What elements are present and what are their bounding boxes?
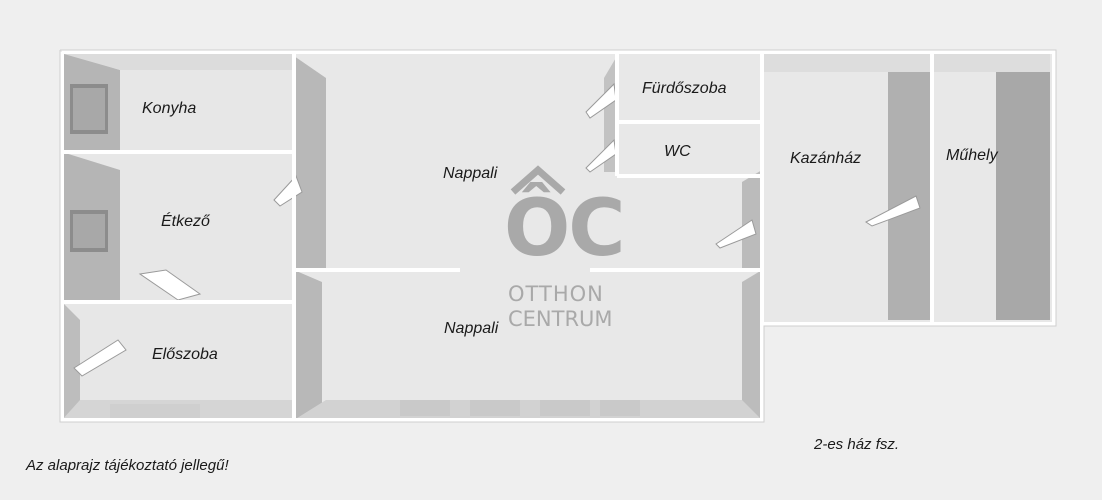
- shadow-nappali-right: [742, 170, 762, 268]
- room-label-eloszoba: Előszoba: [152, 346, 218, 363]
- room-label-etkezo: Étkező: [161, 213, 210, 230]
- shadow-top-strip-right: [764, 54, 1050, 72]
- shadow-nappali-lower-right: [742, 270, 762, 420]
- shadow-eloszoba-left: [62, 302, 80, 420]
- window-bottom-left: [110, 404, 200, 418]
- logo-monogram: ÔC: [504, 184, 626, 274]
- room-label-kazanhaz: Kazánház: [790, 150, 862, 167]
- door-nappali-right: [715, 219, 757, 249]
- room-label-nappali-upper: Nappali: [443, 165, 498, 182]
- door-etkezo: [138, 269, 202, 301]
- shadow-muhely-right: [996, 56, 1050, 320]
- room-label-konyha: Konyha: [142, 100, 197, 117]
- floor-nappali: [294, 52, 762, 420]
- room-label-furdoszoba: Fürdőszoba: [642, 80, 727, 97]
- window-etkezo-glass: [73, 214, 105, 248]
- shadow-kazanhaz-right: [888, 56, 930, 320]
- shadow-nappali-bottom: [294, 400, 762, 420]
- logo-line-otthon: OTTHON: [508, 282, 604, 306]
- room-label-wc: WC: [664, 143, 691, 160]
- shadow-nappali-left: [294, 56, 326, 268]
- window-bottom-1: [400, 400, 450, 416]
- window-konyha-glass: [73, 88, 105, 130]
- logo-hat: [510, 165, 566, 195]
- window-bottom-2: [470, 400, 520, 416]
- room-label-nappali-lower: Nappali: [444, 320, 499, 337]
- shadow-nappali-lower-left: [294, 270, 322, 420]
- door-eloszoba: [73, 339, 127, 377]
- logo-line-centrum: CENTRUM: [508, 307, 613, 331]
- wall-edges: [59, 49, 1057, 423]
- disclaimer-caption: Az alaprajz tájékoztató jellegű!: [26, 457, 229, 474]
- window-bottom-4: [600, 400, 640, 416]
- shadow-top-strip: [64, 54, 292, 70]
- walls: [60, 50, 1056, 422]
- door-kazanhaz: [865, 195, 921, 227]
- building-caption: 2-es ház fsz.: [814, 436, 900, 453]
- room-label-muhely: Műhely: [946, 147, 998, 164]
- window-bottom-3: [540, 400, 590, 416]
